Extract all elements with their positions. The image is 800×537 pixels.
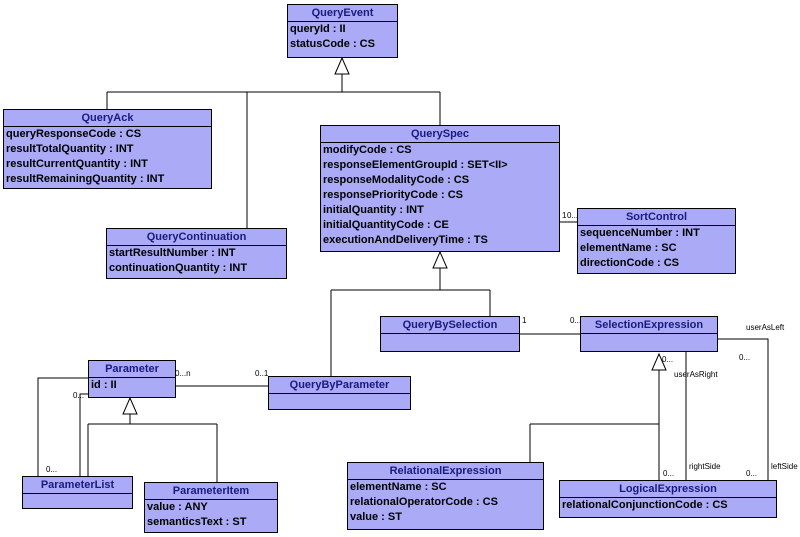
class-query-by-selection[interactable]: QueryBySelection <box>380 316 520 352</box>
class-attribute: resultTotalQuantity : INT <box>6 143 134 155</box>
class-attribute: statusCode : CS <box>290 38 375 50</box>
class-query-continuation[interactable]: QueryContinuation startResultNumber : IN… <box>106 228 287 279</box>
assoc-left-side <box>718 338 769 480</box>
class-name: QueryContinuation <box>107 229 286 246</box>
class-query-by-parameter[interactable]: QueryByParameter <box>268 376 411 410</box>
class-name: ParameterList <box>23 477 132 494</box>
class-attribute: modifyCode : CS <box>323 144 412 156</box>
class-selection-expression[interactable]: SelectionExpression <box>580 316 718 352</box>
class-logical-expression[interactable]: LogicalExpression relationalConjunctionC… <box>559 480 777 518</box>
role-label: userAsLeft <box>746 323 785 332</box>
role-label: rightSide <box>689 462 721 471</box>
class-attribute: relationalConjunctionCode : CS <box>562 499 728 511</box>
assoc-param-param <box>79 393 88 476</box>
assoc-paramlist-param <box>37 377 88 476</box>
class-attribute: executionAndDeliveryTime : TS <box>323 234 488 246</box>
gen-arrow-selectionexpression <box>651 352 667 371</box>
class-query-spec[interactable]: QuerySpec modifyCode : CS responseElemen… <box>320 125 560 252</box>
class-name: QueryByParameter <box>269 377 410 394</box>
multiplicity-label: 0... <box>73 391 85 400</box>
gen-arrow-parameter <box>122 396 138 415</box>
class-attribute: initialQuantityCode : CE <box>323 219 449 231</box>
class-name: QuerySpec <box>321 126 559 143</box>
class-name: QueryEvent <box>288 5 397 22</box>
multiplicity-label: 0... <box>663 469 675 478</box>
class-parameter-list[interactable]: ParameterList <box>22 476 133 509</box>
role-label: userAsRight <box>674 370 718 379</box>
multiplicity-label: 0... <box>567 211 579 220</box>
class-attribute: responseModalityCode : CS <box>323 174 470 186</box>
class-name: RelationalExpression <box>348 463 543 480</box>
class-name: QueryAck <box>4 110 211 127</box>
class-attribute: continuationQuantity : INT <box>109 262 248 274</box>
class-attribute: value : ANY <box>147 501 208 513</box>
class-name: Parameter <box>89 361 175 378</box>
class-parameter[interactable]: Parameter id : II <box>88 360 176 398</box>
multiplicity-label: 0... <box>570 316 582 325</box>
class-attribute: sequenceNumber : INT <box>580 227 700 239</box>
role-label: leftSide <box>771 462 798 471</box>
multiplicity-label: 0... <box>746 469 758 478</box>
gen-arrow-queryevent <box>334 56 350 75</box>
class-attribute: id : II <box>91 379 117 391</box>
multiplicity-label: 1 <box>562 211 567 220</box>
multiplicity-label: 0..1 <box>255 369 269 378</box>
class-attribute: relationalOperatorCode : CS <box>350 496 498 508</box>
class-attribute: directionCode : CS <box>580 257 680 269</box>
class-name: ParameterItem <box>145 483 277 500</box>
class-attribute: resultCurrentQuantity : INT <box>6 158 148 170</box>
multiplicity-label: 0... <box>739 353 751 362</box>
multiplicity-label: 0... <box>662 355 674 364</box>
class-relational-expression[interactable]: RelationalExpression elementName : SC re… <box>347 462 544 530</box>
class-name: QueryBySelection <box>381 317 519 334</box>
class-attribute: value : ST <box>350 511 402 523</box>
class-attribute: responsePriorityCode : CS <box>323 189 463 201</box>
multiplicity-label: 0...n <box>175 369 191 378</box>
class-sort-control[interactable]: SortControl sequenceNumber : INT element… <box>577 208 736 274</box>
multiplicity-label: 1 <box>522 316 527 325</box>
class-attribute: queryResponseCode : CS <box>6 128 142 140</box>
class-query-event[interactable]: QueryEvent queryId : II statusCode : CS <box>287 4 398 58</box>
class-attribute: startResultNumber : INT <box>109 247 236 259</box>
class-attribute: responseElementGroupId : SET<II> <box>323 159 508 171</box>
class-name: SelectionExpression <box>581 317 717 334</box>
class-attribute: elementName : SC <box>580 242 677 254</box>
class-name: SortControl <box>578 209 735 226</box>
class-name: LogicalExpression <box>560 481 776 498</box>
gen-arrow-queryspec <box>432 250 448 269</box>
class-attribute: semanticsText : ST <box>147 516 247 528</box>
class-attribute: initialQuantity : INT <box>323 204 424 216</box>
class-query-ack[interactable]: QueryAck queryResponseCode : CS resultTo… <box>3 109 212 189</box>
class-attribute: queryId : II <box>290 23 346 35</box>
class-parameter-item[interactable]: ParameterItem value : ANY semanticsText … <box>144 482 278 533</box>
class-attribute: resultRemainingQuantity : INT <box>6 173 165 185</box>
multiplicity-label: 0... <box>46 465 58 474</box>
class-attribute: elementName : SC <box>350 481 447 493</box>
